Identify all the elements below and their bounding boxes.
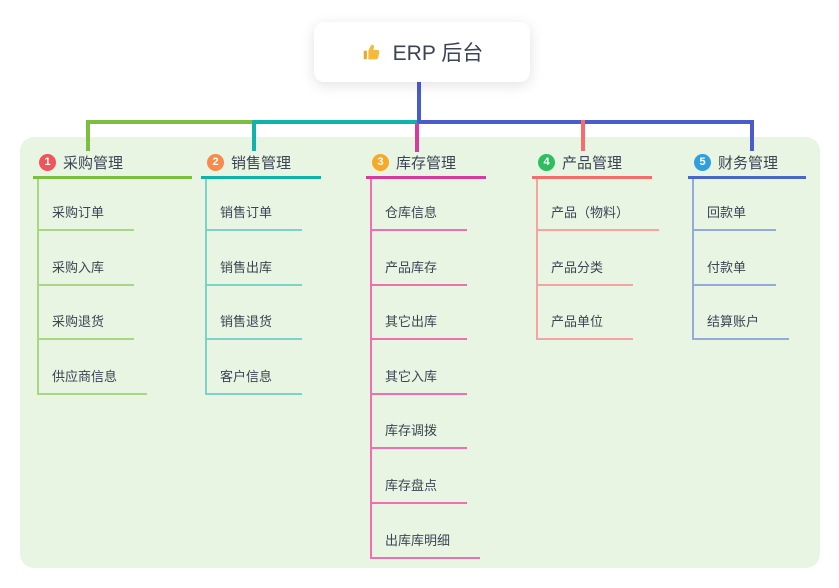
child-node[interactable]: 其它入库 [370, 367, 468, 395]
child-node[interactable]: 采购入库 [37, 258, 135, 286]
branch-children-connector [370, 179, 372, 559]
child-node[interactable]: 销售出库 [205, 258, 303, 286]
connector-bus-segment-3 [417, 120, 754, 124]
child-node[interactable]: 产品分类 [536, 258, 634, 286]
connector-bus-segment-2 [252, 120, 417, 124]
branch-node-3[interactable]: 3 库存管理 [366, 148, 486, 179]
child-node[interactable]: 客户信息 [205, 367, 303, 395]
branch-node-4[interactable]: 4 产品管理 [532, 148, 652, 179]
child-node[interactable]: 采购订单 [37, 203, 135, 231]
branch-label: 财务管理 [718, 154, 779, 172]
child-node[interactable]: 结算账户 [692, 312, 790, 341]
branch-children-connector [37, 179, 39, 395]
connector-drop-branch-1 [86, 120, 90, 151]
connector-drop-branch-4 [581, 120, 585, 151]
child-node[interactable]: 产品库存 [370, 258, 468, 286]
child-node[interactable]: 仓库信息 [370, 203, 468, 231]
child-node[interactable]: 其它出库 [370, 312, 468, 341]
child-node[interactable]: 产品单位 [536, 312, 634, 341]
branch-children-connector [692, 179, 694, 341]
child-node[interactable]: 付款单 [692, 258, 777, 286]
child-node[interactable]: 产品（物料） [536, 203, 660, 231]
branch-number-badge: 3 [372, 153, 389, 171]
child-node[interactable]: 出库库明细 [370, 531, 481, 559]
branches-panel [20, 137, 820, 568]
branch-children-connector [536, 179, 538, 341]
child-node[interactable]: 回款单 [692, 203, 777, 231]
branch-label: 产品管理 [562, 154, 623, 172]
branch-label: 采购管理 [63, 154, 124, 172]
branch-children-connector [205, 179, 207, 395]
branch-node-5[interactable]: 5 财务管理 [688, 148, 806, 179]
child-node[interactable]: 采购退货 [37, 312, 135, 341]
root-node-label: ERP 后台 [392, 42, 484, 65]
child-node[interactable]: 库存盘点 [370, 476, 468, 504]
branch-node-2[interactable]: 2 销售管理 [201, 148, 321, 179]
connector-drop-branch-3 [415, 123, 419, 152]
connector-root-vertical [417, 82, 421, 122]
branch-number-badge: 5 [694, 153, 711, 171]
branch-number-badge: 1 [39, 153, 56, 171]
child-node[interactable]: 库存调拨 [370, 421, 468, 450]
root-node[interactable]: ERP 后台 [314, 22, 530, 82]
connector-drop-branch-5 [750, 120, 754, 151]
branch-label: 库存管理 [396, 154, 457, 172]
child-node[interactable]: 供应商信息 [37, 367, 148, 395]
child-node[interactable]: 销售退货 [205, 312, 303, 341]
connector-drop-branch-2 [252, 120, 256, 151]
branch-number-badge: 2 [207, 153, 224, 171]
child-node[interactable]: 销售订单 [205, 203, 303, 231]
branch-node-1[interactable]: 1 采购管理 [33, 148, 192, 179]
connector-bus-segment-1 [86, 120, 252, 124]
branch-label: 销售管理 [231, 154, 292, 172]
branch-number-badge: 4 [538, 153, 555, 171]
thumbs-up-icon [361, 41, 383, 63]
